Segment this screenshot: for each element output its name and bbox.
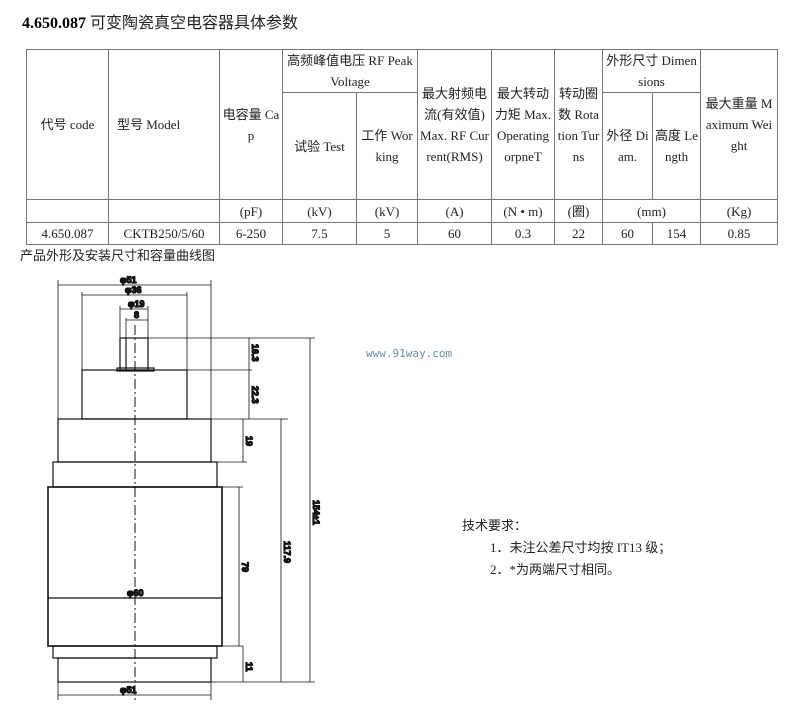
notes-heading: 技术要求：: [462, 518, 528, 533]
cell-length: 154: [652, 222, 702, 245]
unit-weight: (Kg): [700, 199, 779, 223]
unit-torque: (N • m): [491, 199, 556, 223]
cell-current: 60: [417, 222, 493, 245]
dim-22-3: 22.3: [250, 386, 260, 404]
title-code: 4.650.087: [22, 15, 86, 32]
dim-79: 79: [240, 562, 250, 572]
dim-8: 8: [134, 310, 139, 320]
cell-model: CKTB250/5/60: [108, 222, 220, 245]
unit-current: (A): [417, 199, 493, 223]
technical-notes: 技术要求： 1．未注公差尺寸均按 IT13 级； 2．*为两端尺寸相同。: [462, 515, 671, 581]
header-rf-voltage: 高频峰值电压 RF Peak Voltage: [281, 49, 419, 93]
header-diam: 外径 Diam.: [602, 92, 654, 200]
cell-test: 7.5: [282, 222, 357, 245]
unit-working: (kV): [355, 199, 419, 223]
dim-bottom-diameter: φ51: [120, 685, 136, 695]
header-dimensions: 外形尺寸 Dimensions: [602, 49, 702, 93]
dim-16-3: 16.3: [250, 344, 260, 362]
cell-weight: 0.85: [700, 222, 779, 245]
dim-60: φ60: [127, 588, 143, 598]
outline: [47, 325, 223, 700]
dim-36: φ36: [125, 285, 141, 295]
drawing-caption: 产品外形及安装尺寸和容量曲线图: [20, 248, 216, 263]
cell-turns: 22: [554, 222, 604, 245]
header-model: 型号 Model: [108, 49, 220, 200]
header-code: 代号 code: [26, 49, 109, 200]
cell-working: 5: [355, 222, 419, 245]
dim-154: 154±1: [311, 500, 321, 525]
header-turns: 转动圈数 Rotation Turns: [554, 49, 604, 200]
table-row: 4.650.087 CKTB250/5/60 6-250 7.5 5 60 0.…: [26, 222, 779, 245]
header-weight: 最大重量 Maximum Weight: [700, 49, 779, 200]
dimension-lines: [57, 280, 315, 700]
watermark: www.91way.com: [366, 347, 453, 360]
title-text: 可变陶瓷真空电容器具体参数: [90, 15, 299, 32]
unit-cap: (pF): [219, 199, 283, 223]
header-working: 工作 Working: [355, 92, 419, 200]
dim-11: 11: [244, 662, 254, 672]
cell-cap: 6-250: [219, 222, 283, 245]
unit-dims: (mm): [602, 199, 702, 223]
header-cap: 电容量 Cap: [219, 49, 283, 200]
dim-19: φ19: [128, 299, 144, 309]
header-test: 试验 Test: [282, 92, 357, 200]
dim-top-diameter: φ51: [120, 275, 136, 285]
spec-table: 代号 code 型号 Model 电容量 Cap 高频峰值电压 RF Peak …: [26, 49, 779, 245]
header-length: 高度 Length: [652, 92, 702, 200]
note-item: 1．未注公差尺寸均按 IT13 级；: [490, 540, 672, 555]
dim-19-h: 19: [244, 436, 254, 446]
header-current: 最大射频电流(有效值)Max. RF Current(RMS): [417, 49, 493, 200]
dim-117-9: 117.9: [282, 541, 292, 563]
note-item: 2．*为两端尺寸相同。: [490, 562, 621, 577]
page-title: 4.650.087 可变陶瓷真空电容器具体参数: [22, 9, 298, 33]
